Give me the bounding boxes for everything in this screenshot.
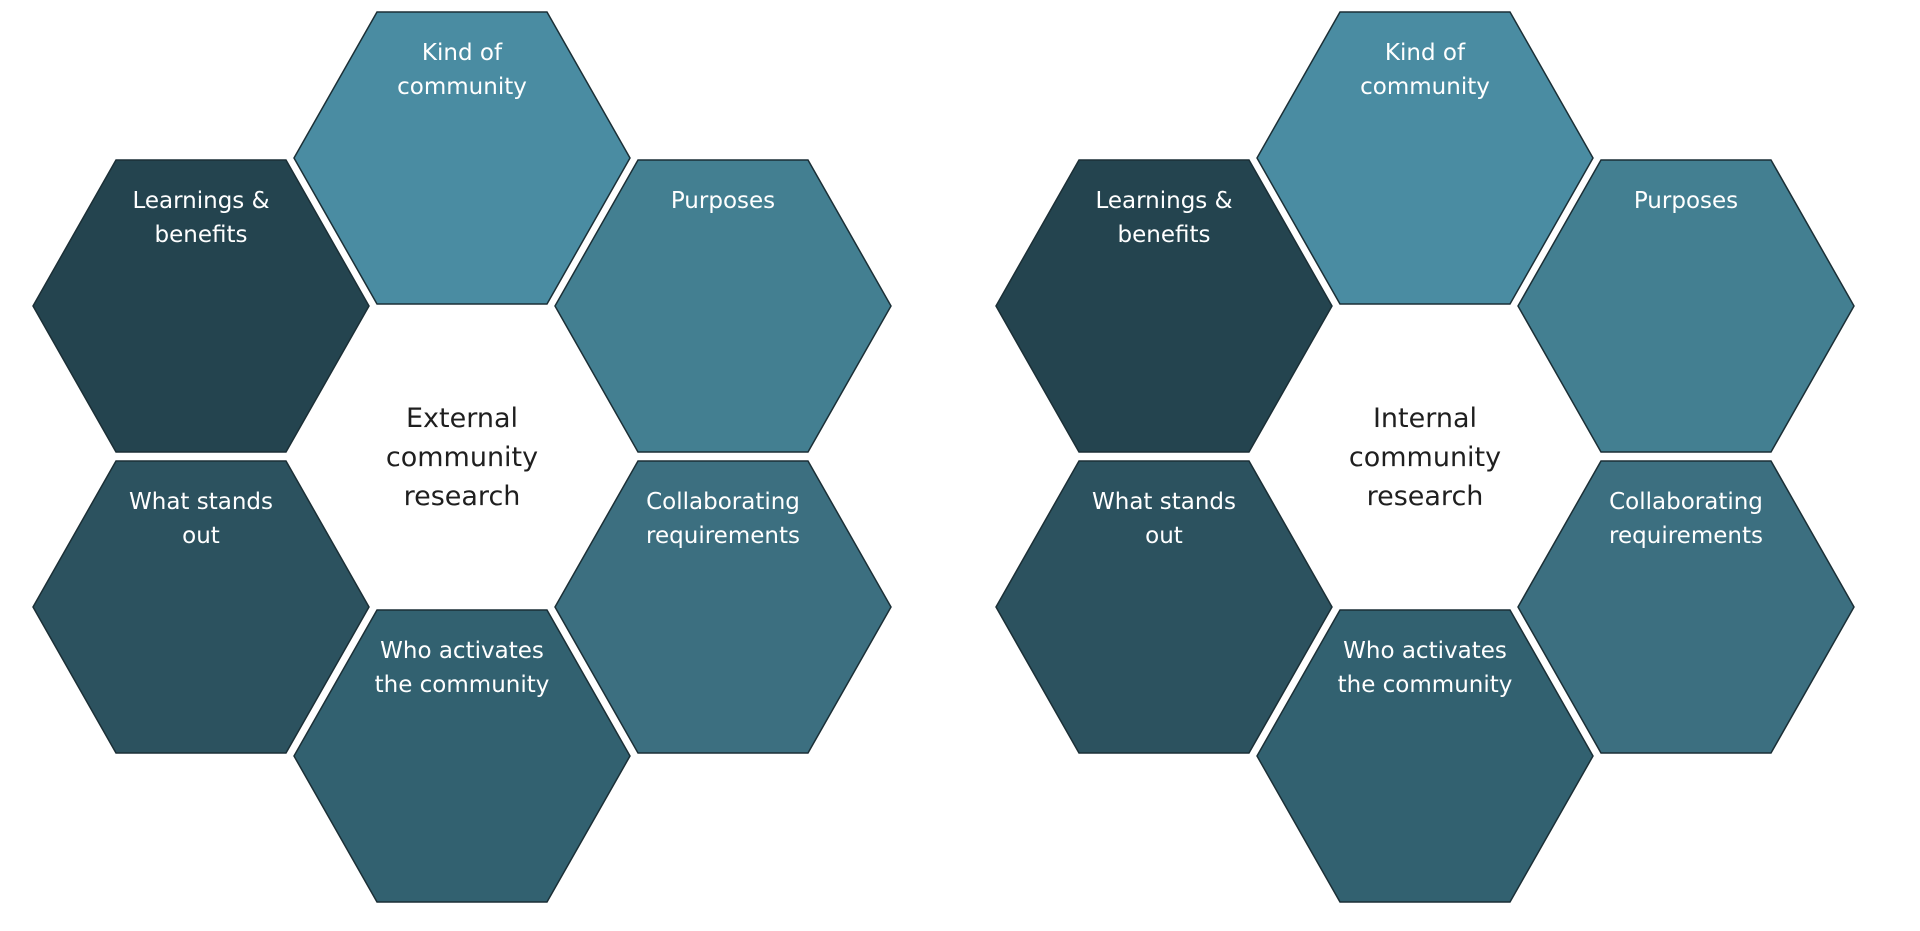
hexagon-label: What stands out [129, 489, 273, 549]
hexagon-label-line: Learnings & [1095, 188, 1232, 214]
hexagon-lower-left: What stands out [995, 460, 1333, 754]
hexagon-shape [995, 159, 1333, 453]
hexagon-label: Purposes [1634, 188, 1738, 214]
hexagon-label-line: Who activates [380, 638, 544, 664]
hexagon-shape [1517, 159, 1855, 453]
hexagon-label: Purposes [671, 188, 775, 214]
hexagon-label-line: benefits [155, 222, 248, 248]
hexagon-shape [554, 159, 892, 453]
center-title: Internal community research [1349, 403, 1501, 512]
hexagon-label-line: benefits [1118, 222, 1211, 248]
hexagon-upper-right: Purposes [554, 159, 892, 453]
hexagon-lower-left: What stands out [32, 460, 370, 754]
hexagon-label: Learnings & benefits [132, 188, 269, 248]
hexagon-label: Collaborating requirements [646, 489, 800, 549]
hexagon-label-line: requirements [1609, 523, 1763, 549]
hexagon-label-line: community [1360, 74, 1490, 100]
hexagon-label: Collaborating requirements [1609, 489, 1763, 549]
hexagon-shape [293, 609, 631, 903]
hexagon-upper-right: Purposes [1517, 159, 1855, 453]
hexagon-label: Kind of community [1360, 40, 1490, 100]
center-title-line: community [386, 442, 538, 473]
hexagon-lower-right: Collaborating requirements [554, 460, 892, 754]
hexagon-label-line: requirements [646, 523, 800, 549]
hexagon-label-line: Purposes [671, 188, 775, 214]
hexagon-label: Learnings & benefits [1095, 188, 1232, 248]
hexagon-label-line: What stands [1092, 489, 1236, 515]
hexagon-shape [32, 460, 370, 754]
hexagon-upper-left: Learnings & benefits [32, 159, 370, 453]
center-title-line: External [406, 403, 518, 434]
hexagon-label-line: What stands [129, 489, 273, 515]
hexagon-upper-left: Learnings & benefits [995, 159, 1333, 453]
hexagon-top: Kind of community [1256, 11, 1594, 305]
hexagon-bottom: Who activates the community [293, 609, 631, 903]
hexagon-bottom: Who activates the community [1256, 609, 1594, 903]
hexagon-label: What stands out [1092, 489, 1236, 549]
hexagon-label-line: out [182, 523, 220, 549]
hexagon-label: Kind of community [397, 40, 527, 100]
hexagon-shape [1256, 11, 1594, 305]
center-title-line: community [1349, 442, 1501, 473]
hexagon-label: Who activates the community [375, 638, 550, 698]
hexagon-label-line: Collaborating [1609, 489, 1763, 515]
hexagon-label-line: Who activates [1343, 638, 1507, 664]
hexagon-shape [1517, 460, 1855, 754]
hexagon-shape [1256, 609, 1594, 903]
center-title: External community research [386, 403, 538, 512]
hexagon-label-line: out [1145, 523, 1183, 549]
hexagon-label-line: Learnings & [132, 188, 269, 214]
hexagon-shape [554, 460, 892, 754]
hexagon-shape [32, 159, 370, 453]
center-title-line: research [1367, 481, 1484, 512]
hexagon-label: Who activates the community [1338, 638, 1513, 698]
hexagon-label-line: the community [375, 672, 550, 698]
center-title-line: Internal [1373, 403, 1477, 434]
center-title-line: research [404, 481, 521, 512]
hexagon-label-line: Collaborating [646, 489, 800, 515]
hexagon-label-line: Purposes [1634, 188, 1738, 214]
hexagon-label-line: Kind of [1385, 40, 1466, 66]
hexagon-shape [293, 11, 631, 305]
hexagon-shape [995, 460, 1333, 754]
hexagon-label-line: the community [1338, 672, 1513, 698]
hexagon-top: Kind of community [293, 11, 631, 305]
hexagon-label-line: Kind of [422, 40, 503, 66]
hexagon-label-line: community [397, 74, 527, 100]
hexagon-lower-right: Collaborating requirements [1517, 460, 1855, 754]
